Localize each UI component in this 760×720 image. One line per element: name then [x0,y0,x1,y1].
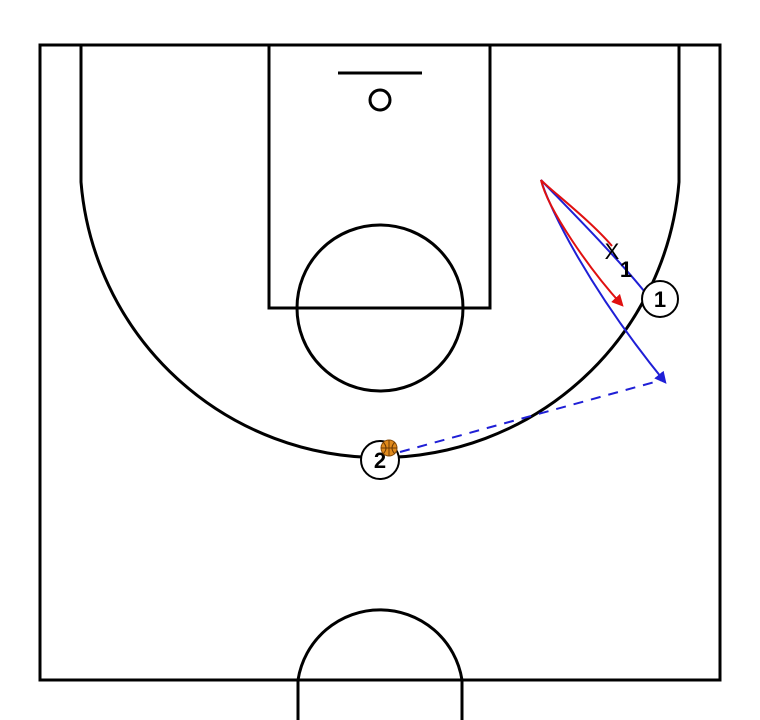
court-lines [38,43,722,720]
defense-player-x1: X 1 [605,239,632,282]
player-1-label: 1 [654,287,666,312]
defender-x1-path [540,179,624,307]
free-throw-circle [295,223,465,393]
offense-player-1: 1 [641,280,679,318]
paint-lane [267,43,492,310]
player-1-circle [641,280,679,318]
center-circle [296,608,464,720]
player-1-cut-path [540,179,667,384]
three-point-line [79,45,681,460]
player-2-label: 2 [374,448,386,473]
court-boundary [38,43,722,682]
basketball-icon [380,439,398,457]
defender-x-symbol: X [605,239,620,264]
pass-line [399,379,663,453]
rim [368,88,392,112]
defender-number: 1 [620,257,632,282]
